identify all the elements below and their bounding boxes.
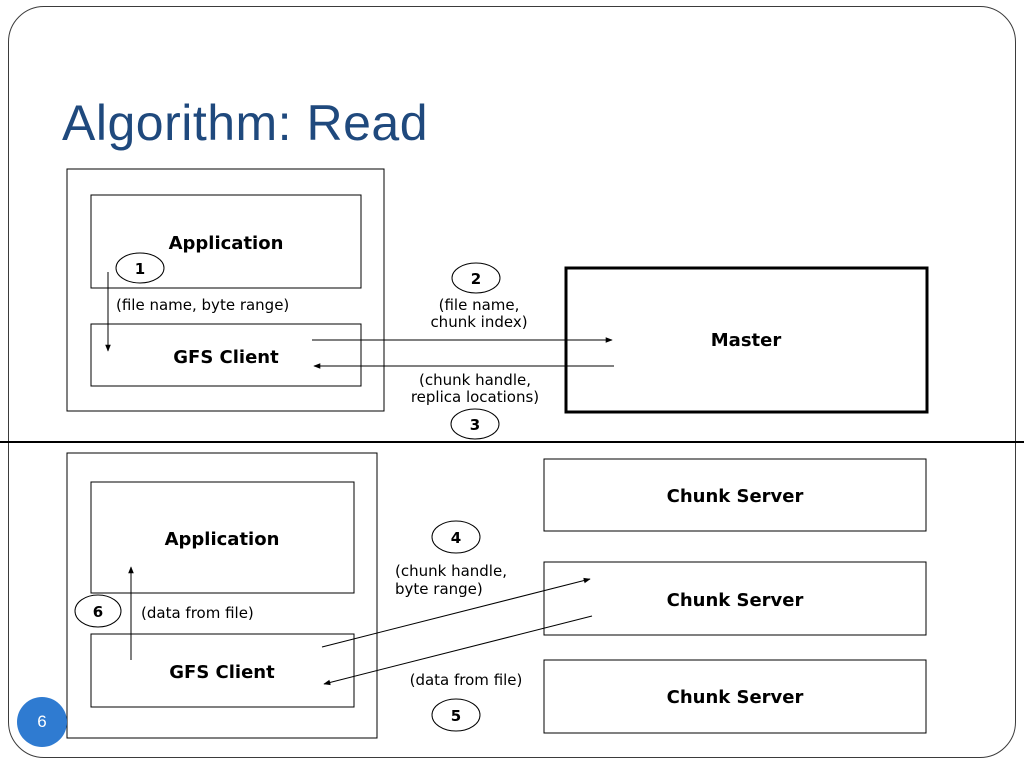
- step5-circle: [431, 698, 481, 732]
- step4-circle: [431, 520, 481, 554]
- bottom-gfs-client-box: [90, 633, 355, 708]
- top-gfs-client-box: [90, 323, 362, 387]
- chunk-server-label-3: Chunk Server: [667, 687, 804, 708]
- master-label: Master: [711, 330, 782, 351]
- step6-label: (data from file): [141, 604, 254, 622]
- step3-label-line2: replica locations): [411, 388, 539, 406]
- chunk-server-label-1: Chunk Server: [667, 486, 804, 507]
- step4-label-line1: (chunk handle,: [395, 562, 507, 580]
- top-application-label: Application: [169, 233, 284, 254]
- step1-circle: [115, 252, 165, 284]
- step4-number: 4: [451, 529, 461, 547]
- step5-label: (data from file): [410, 671, 523, 689]
- slide-title: Algorithm: Read: [62, 95, 428, 151]
- step2-label-line1: (file name,: [439, 296, 520, 314]
- step1-label: (file name, byte range): [116, 296, 289, 314]
- step5-number: 5: [451, 707, 461, 725]
- top-client-machine-box: [66, 168, 385, 412]
- step2-circle: [451, 262, 501, 294]
- slide-frame: [8, 6, 1016, 758]
- step6-circle: [74, 594, 122, 628]
- top-application-box: [90, 194, 362, 289]
- step3-circle: [450, 408, 500, 440]
- step1-number: 1: [135, 260, 145, 278]
- bottom-application-box: [90, 481, 355, 594]
- chunk-server-box-3: [543, 659, 927, 734]
- chunk-server-box-2: [543, 561, 927, 636]
- bottom-gfs-client-label: GFS Client: [169, 662, 275, 683]
- step2-label-line2: chunk index): [430, 313, 527, 331]
- top-gfs-client-label: GFS Client: [173, 347, 279, 368]
- step3-number: 3: [470, 416, 480, 434]
- step6-number: 6: [93, 603, 103, 621]
- step4-label-line2: byte range): [395, 580, 483, 598]
- bottom-client-machine-box: [66, 452, 378, 739]
- step3-label-line1: (chunk handle,: [419, 371, 531, 389]
- step2-number: 2: [471, 270, 481, 288]
- chunk-server-label-2: Chunk Server: [667, 590, 804, 611]
- step4-arrow: [321, 577, 591, 648]
- bottom-application-label: Application: [165, 529, 280, 550]
- page-number-badge: 6: [17, 697, 67, 747]
- chunk-server-box-1: [543, 458, 927, 532]
- step5-arrow: [323, 615, 593, 686]
